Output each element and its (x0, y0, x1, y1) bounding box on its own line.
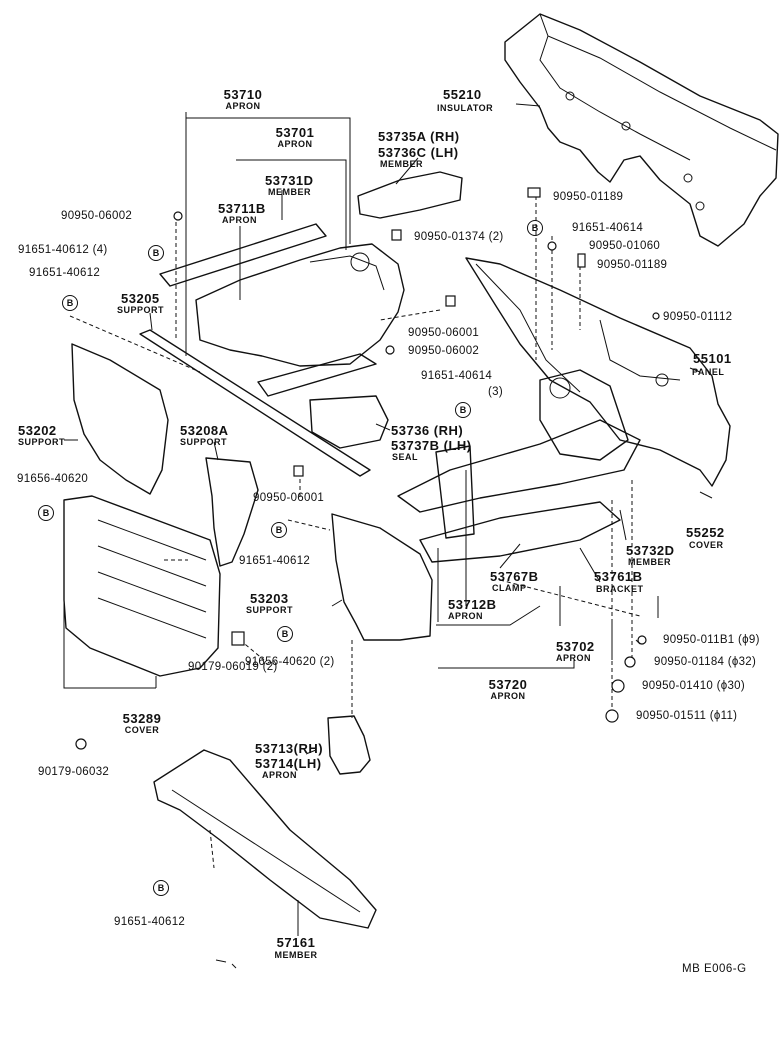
part-53761-name: BRACKET (596, 584, 644, 594)
b-mark-icon: B (271, 522, 287, 538)
b-mark-icon: B (148, 245, 164, 261)
part-53732-name: MEMBER (628, 557, 671, 567)
part-53713-name: APRON (262, 770, 298, 780)
support-53202-drawing (71, 343, 169, 495)
part-53712-number: 53712B (448, 597, 497, 612)
part-53711-number: 53711B (218, 201, 266, 216)
hw-91651-40612-a: 91651-40612 (29, 267, 101, 279)
hw-90950-01410: 90950-01410 (ϕ30) (642, 680, 745, 692)
hw-90950-06002-b: 90950-06002 (408, 345, 480, 357)
hw-91656-40620-a: 91656-40620 (17, 473, 89, 485)
hw-91651-40612-4: 91651-40612 (4) (18, 244, 108, 256)
part-53701-name: APRON (277, 139, 313, 149)
hw-91651-40614-b: 91651-40614 (421, 370, 493, 382)
hw-90950-01060: 90950-01060 (589, 240, 661, 252)
apron-cluster-drawing (139, 171, 641, 563)
b-mark-icon: B (527, 220, 543, 236)
diagram-code: MB E006-G (682, 963, 747, 975)
part-53714-number: 53714(LH) (255, 756, 322, 771)
part-53767-name: CLAMP (492, 583, 527, 593)
part-53289-name: COVER (124, 725, 160, 735)
cover-53289-drawing (63, 495, 221, 677)
part-53205-number: 53205 (121, 291, 160, 306)
part-53761-number: 53761B (594, 569, 643, 584)
b-mark-icon: B (38, 505, 54, 521)
part-53737b-number: 53737B (LH) (391, 438, 472, 453)
part-53202-name: SUPPORT (18, 437, 66, 447)
support-53208a-drawing (205, 457, 259, 567)
hw-90950-011b1: 90950-011B1 (ϕ9) (663, 634, 760, 646)
leader-lines (63, 103, 713, 936)
part-53731-name: MEMBER (268, 187, 311, 197)
hw-90950-01189-b: 90950-01189 (597, 259, 668, 271)
b-mark-icon: B (62, 295, 78, 311)
part-53208-name: SUPPORT (180, 437, 228, 447)
part-53701-number: 53701 (275, 125, 315, 140)
member-57161-drawing (153, 749, 377, 929)
part-55210-number: 55210 (443, 87, 482, 102)
panel-drawing (465, 257, 731, 487)
part-53203-name: SUPPORT (246, 605, 294, 615)
part-53205-name: SUPPORT (117, 305, 165, 315)
dashed-lines (69, 196, 641, 869)
part-55210-name: INSULATOR (437, 103, 494, 113)
hw-90950-06001-b: 90950-06001 (253, 492, 325, 504)
b-mark-icon: B (153, 880, 169, 896)
fasteners (75, 187, 660, 969)
hw-91651-40612-b: 91651-40612 (239, 555, 311, 567)
hw-91656-40620-2: 91656-40620 (2) (245, 656, 335, 668)
hw-90179-06019: 90179-06019 (2) (188, 661, 278, 673)
part-53202-number: 53202 (18, 423, 57, 438)
part-57161-name: MEMBER (274, 950, 318, 960)
hw-90950-01189-a: 90950-01189 (553, 191, 624, 203)
part-53711-name: APRON (222, 215, 258, 225)
part-55210-number-a: 53710 (223, 87, 263, 102)
support-53203-drawing (331, 513, 433, 641)
hw-90950-06001-a: 90950-06001 (408, 327, 480, 339)
hw-90950-01184: 90950-01184 (ϕ32) (654, 656, 757, 668)
part-53735-name: MEMBER (380, 159, 423, 169)
hw-91651-40612-c: 91651-40612 (114, 916, 186, 928)
b-mark-icon: B (455, 402, 471, 418)
hw-90950-01511: 90950-01511 (ϕ11) (636, 710, 738, 722)
b-mark-icon: B (277, 626, 293, 642)
hw-90950-06002-a: 90950-06002 (61, 210, 133, 222)
part-53720-number: 53720 (488, 677, 528, 692)
part-53736c-number: 53736C (LH) (378, 145, 459, 160)
part-53720-name: APRON (490, 691, 526, 701)
part-55252-number: 55252 (686, 525, 725, 540)
apron-53713-drawing (327, 715, 371, 775)
insulator-drawing (504, 13, 779, 247)
part-53713-number: 53713(RH) (255, 741, 324, 756)
part-53736-name: SEAL (392, 452, 419, 462)
part-53735-number: 53735A (RH) (378, 129, 460, 144)
part-53712-name: APRON (448, 611, 484, 621)
part-57161-number: 57161 (276, 935, 316, 950)
hw-90179-06032: 90179-06032 (38, 766, 110, 778)
part-55101-number: 55101 (693, 351, 732, 366)
hw-91651-40614-a: 91651-40614 (572, 222, 644, 234)
part-53732-number: 53732D (626, 543, 675, 558)
part-53731-number: 53731D (265, 173, 314, 188)
hw-91651-40614-qty: (3) (488, 386, 503, 398)
part-53289-number: 53289 (122, 711, 162, 726)
part-53208-number: 53208A (180, 423, 229, 438)
part-55252-name: COVER (689, 540, 724, 550)
part-53702-number: 53702 (556, 639, 595, 654)
hw-90950-01374: 90950-01374 (2) (414, 231, 504, 243)
part-53203-number: 53203 (250, 591, 289, 606)
part-53736-number: 53736 (RH) (391, 423, 464, 438)
hw-90950-01112: 90950-01112 (663, 311, 733, 323)
part-55101-name: PANEL (692, 367, 725, 377)
part-53767-number: 53767B (490, 569, 539, 584)
part-53702-name: APRON (556, 653, 592, 663)
part-apron-name: APRON (225, 101, 261, 111)
